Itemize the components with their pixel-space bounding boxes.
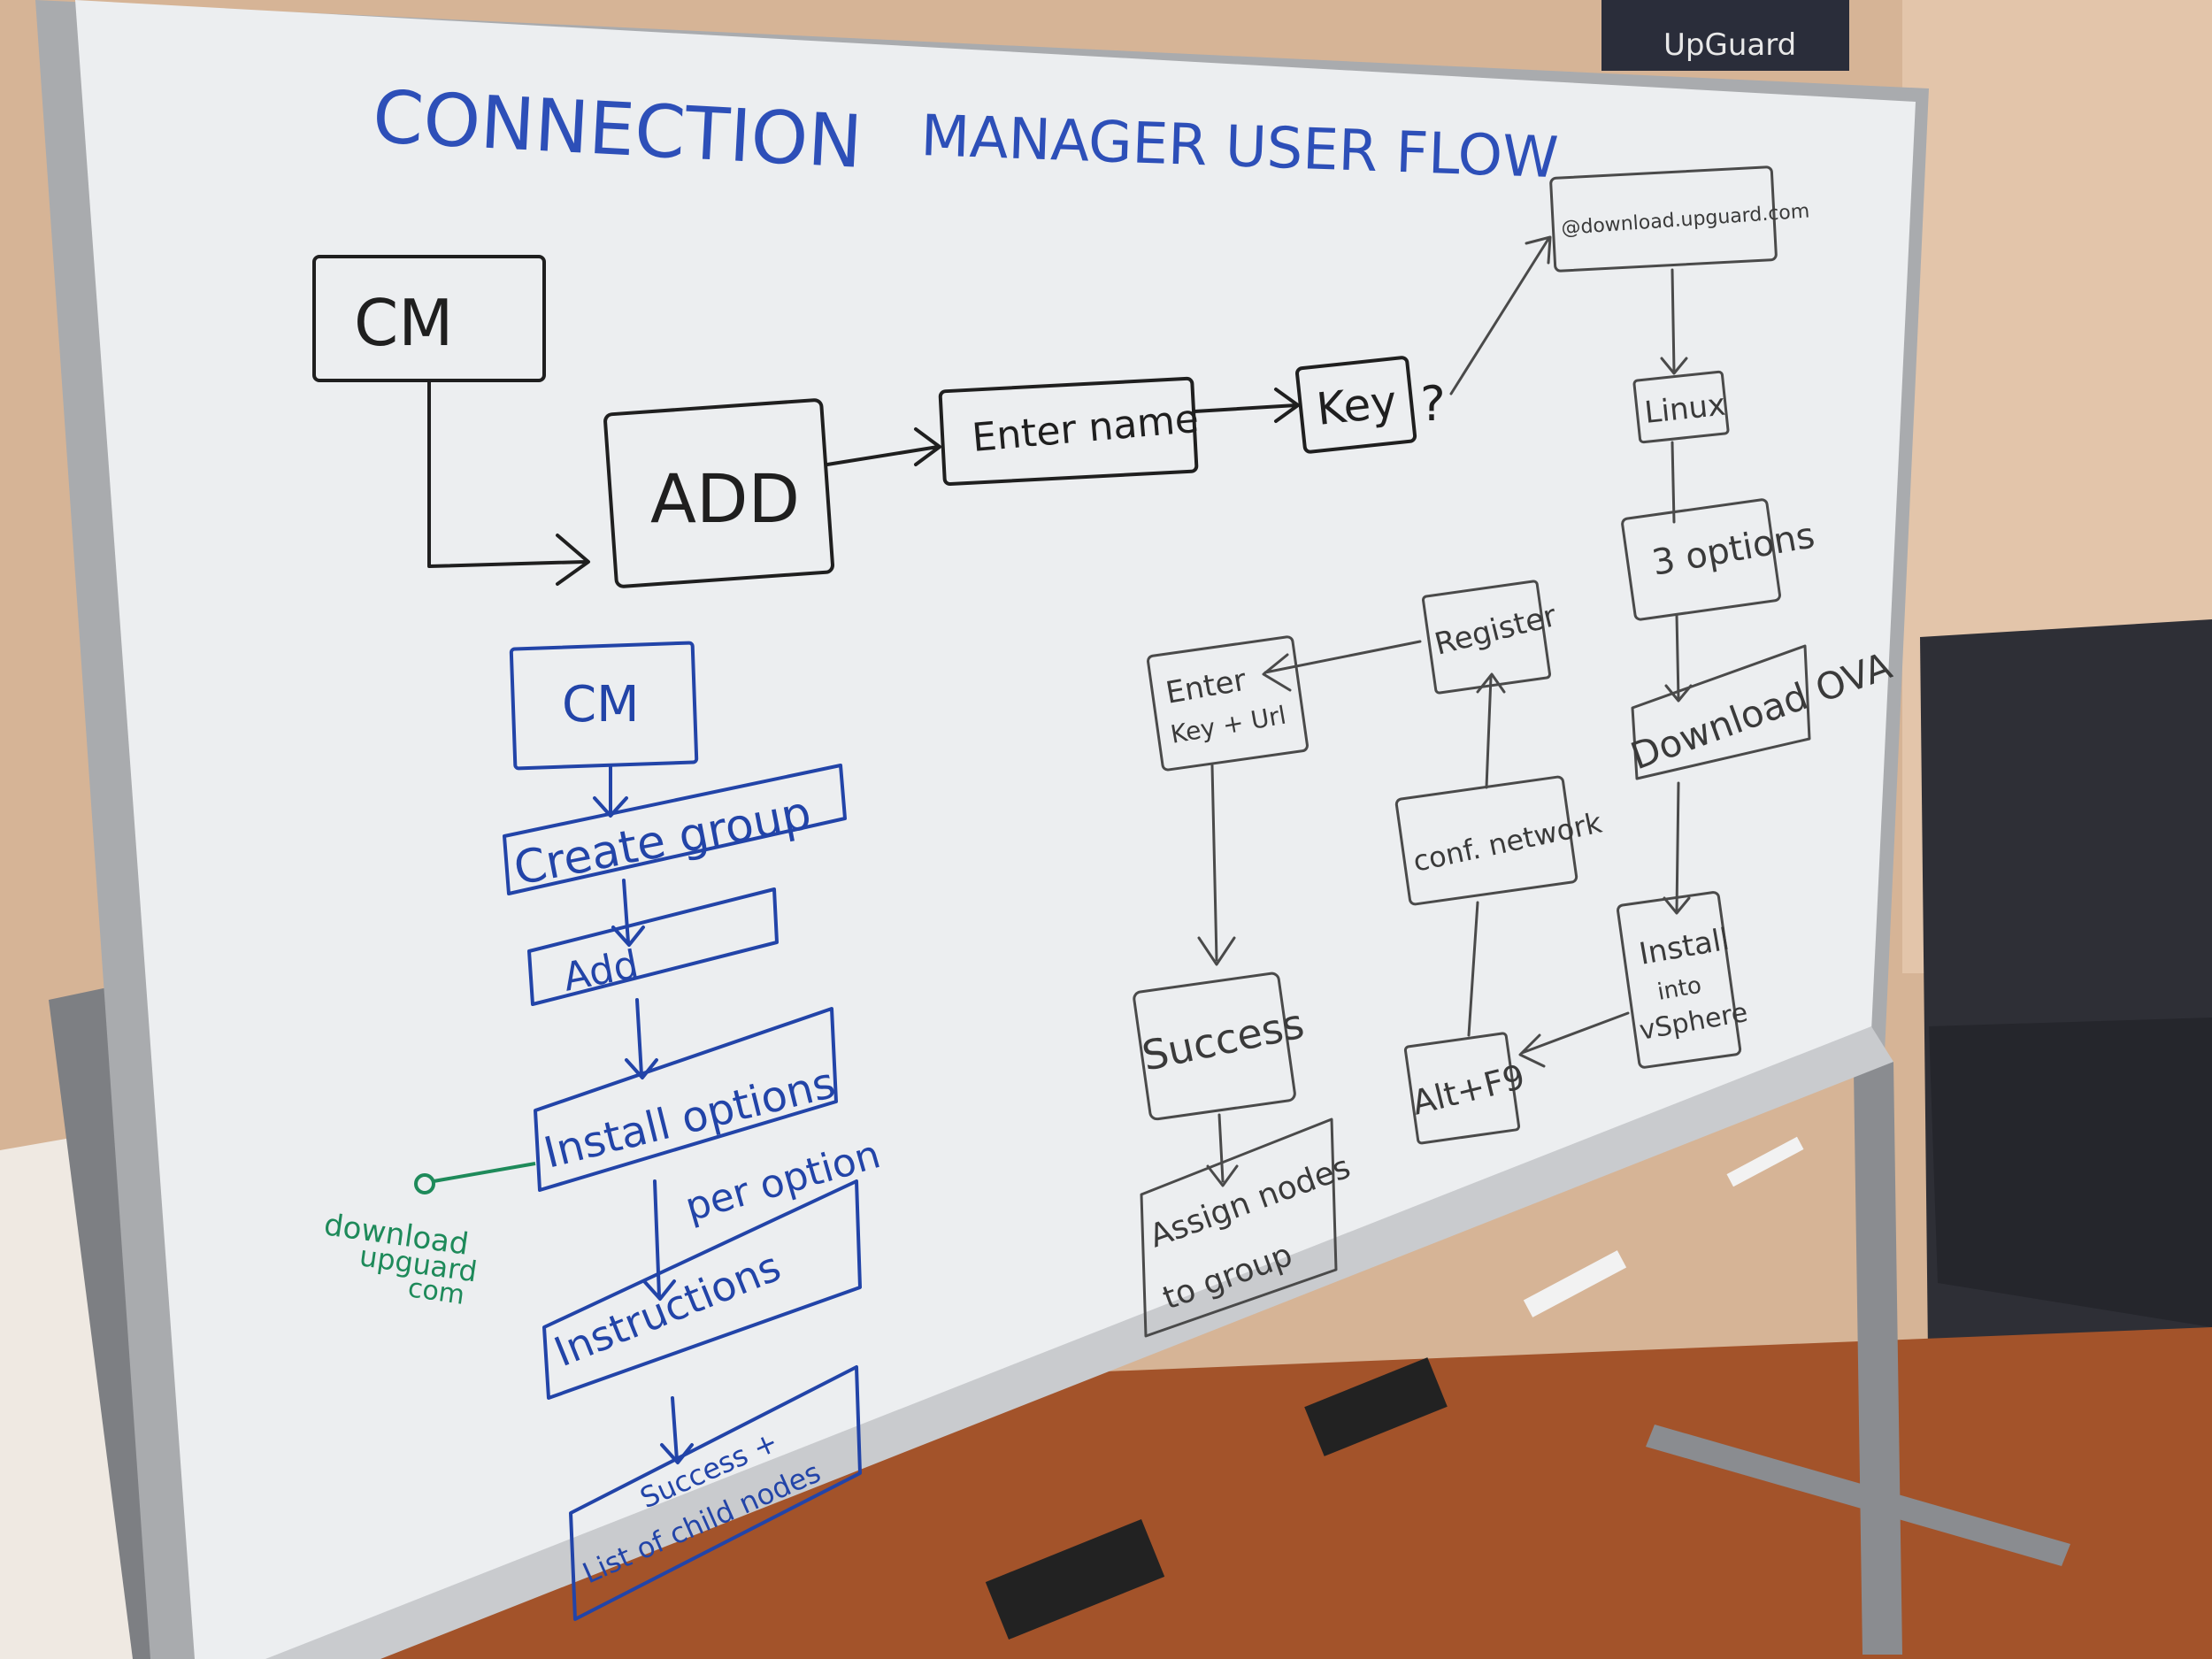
install-options-box: [534, 1007, 838, 1192]
couch-cushion: [1929, 1018, 2212, 1327]
marker-tray: [265, 1026, 1893, 1659]
key-to-download-arrow: [1449, 235, 1552, 396]
board-surface: [75, 0, 1916, 1659]
cm-to-add-arrow: [427, 380, 590, 586]
install-to-alt-arrow: [1518, 1011, 1630, 1068]
add-box: [603, 398, 834, 588]
add-to-name-arrow: [826, 427, 941, 466]
eraser: [1304, 1357, 1448, 1456]
enter-key-to-success-arrow: [1197, 764, 1236, 966]
linux-box: [1632, 370, 1730, 444]
blue-cm-box: [509, 641, 699, 771]
register-to-enter-key-arrow: [1262, 640, 1422, 692]
cm-label: CM: [354, 286, 453, 360]
blue-success-box: [569, 1365, 862, 1621]
alt-f-box: [1403, 1032, 1521, 1145]
upguard-poster: [1601, 0, 1849, 71]
install-to-instructions-arrow: [642, 1179, 676, 1301]
eraser-2: [985, 1518, 1165, 1640]
conf-network-box: [1394, 775, 1578, 906]
add-label: ADD: [650, 459, 800, 538]
poster-brand: UpGuard: [1663, 27, 1796, 63]
group-to-add-arrow: [611, 879, 645, 947]
marker-2: [1726, 1136, 1804, 1187]
success-to-assign-arrow: [1206, 1113, 1239, 1187]
key-box: [1295, 356, 1417, 454]
enter-key-box: [1147, 635, 1309, 772]
marker: [1523, 1250, 1627, 1317]
instructions-to-success-arrow: [660, 1396, 694, 1464]
download-ova-box: [1631, 644, 1811, 780]
green-connector: [433, 1162, 536, 1183]
download-url-box: [1549, 165, 1778, 273]
name-to-key-arrow: [1193, 388, 1300, 423]
blue-add-box: [527, 887, 779, 1006]
linux-label: Linux: [1643, 388, 1727, 431]
key-label: Key: [1314, 376, 1399, 435]
ova-to-install-line: [1663, 781, 1691, 915]
stand-base: [1646, 1425, 2070, 1566]
alt-to-network-line: [1467, 901, 1479, 1037]
assign-box: [1140, 1118, 1338, 1338]
register-box: [1421, 580, 1552, 695]
green-connector-dot: [414, 1173, 435, 1194]
key-question: ?: [1420, 376, 1446, 432]
blue-cm-label: CM: [562, 676, 639, 733]
install-box: [1617, 891, 1742, 1069]
download-to-linux-line: [1660, 268, 1688, 375]
success-box: [1133, 972, 1296, 1121]
blue-cm-to-group-arrow: [593, 764, 628, 818]
three-options-box: [1621, 498, 1781, 621]
enter-name-box: [938, 376, 1199, 487]
top-flow: CM ADD Enter name Key ? @download.upguar…: [312, 165, 1810, 588]
linux-to-options-line: [1671, 441, 1676, 524]
add-to-install-arrow: [625, 998, 658, 1079]
create-group-box: [503, 764, 847, 895]
instructions-box: [542, 1179, 862, 1400]
options-to-ova-line: [1664, 613, 1693, 703]
